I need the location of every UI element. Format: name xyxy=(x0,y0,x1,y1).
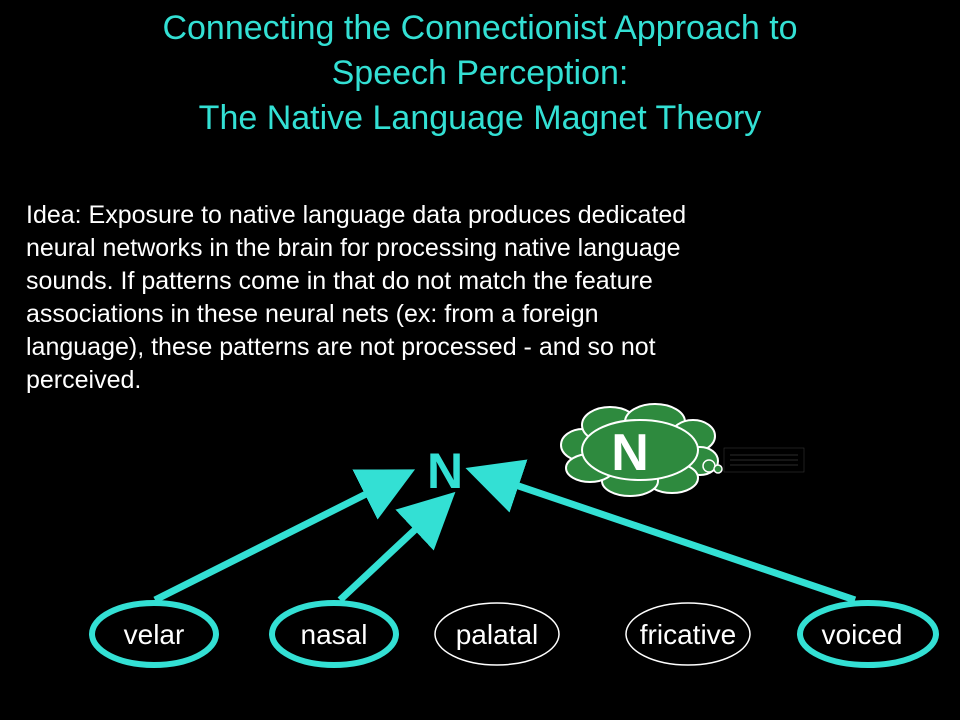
thought-cloud-label: N xyxy=(611,424,649,482)
body-line-1: Idea: Exposure to native language data p… xyxy=(26,201,687,229)
title-line-1: Connecting the Connectionist Approach to xyxy=(162,9,798,47)
feature-label-fricative: fricative xyxy=(640,619,736,650)
arrow-voiced-to-n xyxy=(465,459,857,604)
feature-label-nasal: nasal xyxy=(301,619,368,650)
title-line-2: Speech Perception: xyxy=(331,54,629,92)
body-line-5: language), these patterns are not proces… xyxy=(26,333,656,361)
body-line-4: associations in these neural nets (ex: f… xyxy=(26,300,599,328)
body-line-6: perceived. xyxy=(26,366,142,394)
feature-node-fricative: fricative xyxy=(625,602,751,666)
feature-node-velar: velar xyxy=(89,600,219,668)
feature-label-velar: velar xyxy=(124,619,185,650)
body-line-2: neural networks in the brain for process… xyxy=(26,234,681,262)
arrow-nasal-to-n xyxy=(337,491,456,603)
thought-cloud xyxy=(560,403,805,497)
quicktime-placeholder-icon xyxy=(723,447,805,473)
feature-node-palatal: palatal xyxy=(434,602,560,666)
body-text: Idea: Exposure to native language data p… xyxy=(26,199,936,397)
slide-title: Connecting the Connectionist Approach to… xyxy=(0,6,960,141)
feature-label-palatal: palatal xyxy=(456,619,539,650)
feature-label-voiced: voiced xyxy=(822,619,903,650)
title-line-3: The Native Language Magnet Theory xyxy=(198,99,762,137)
arrow-velar-to-n xyxy=(153,469,416,604)
feature-node-voiced: voiced xyxy=(797,600,939,668)
output-node-label: N xyxy=(427,443,463,499)
body-line-3: sounds. If patterns come in that do not … xyxy=(26,267,653,295)
feature-node-nasal: nasal xyxy=(269,600,399,668)
